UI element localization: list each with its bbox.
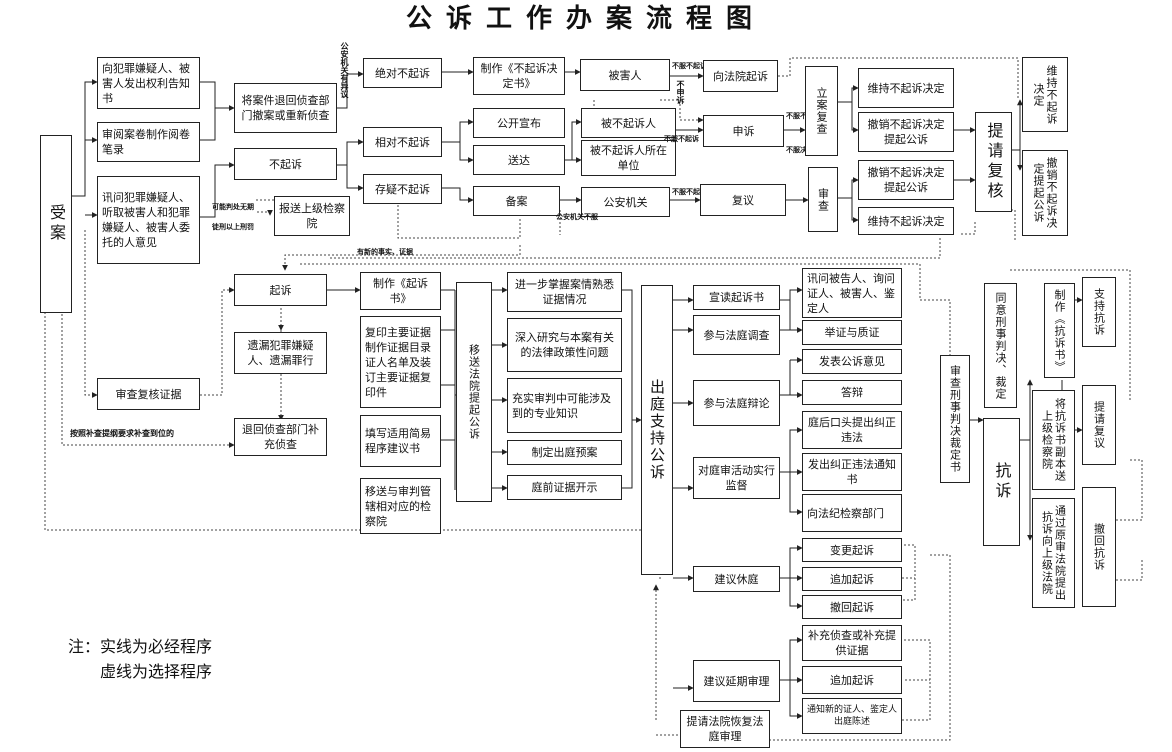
node-tongyi: 同意刑事判决、裁定 xyxy=(984,283,1017,408)
node-chehui: 撤回起诉 xyxy=(802,595,902,619)
label-bu-shensu: 不申诉 xyxy=(676,80,685,104)
node-bei-bqsr-danwei: 被不起诉人所在单位 xyxy=(581,140,676,176)
node-lian-fucha: 立案复查 xyxy=(805,66,838,156)
node-shencha-top: 审查 xyxy=(808,167,838,232)
node-juzheng: 举证与质证 xyxy=(802,320,902,345)
node-songda: 送达 xyxy=(473,145,565,175)
node-tiqing-fuhe: 提请复核 xyxy=(975,112,1012,212)
node-tiqing-huifu: 提请法院恢复法庭审理 xyxy=(680,710,770,748)
node-xuandu: 宣读起诉书 xyxy=(693,285,780,310)
node-tianxie: 填写适用简易程序建议书 xyxy=(360,415,441,467)
node-gaozhi: 向犯罪嫌疑人、被害人发出权利告知书 xyxy=(97,57,200,109)
node-tinghou: 庭后口头提出纠正违法 xyxy=(802,411,902,449)
node-shencha-xingshi: 审查刑事判决裁定书 xyxy=(940,355,970,483)
node-xunwen-bgr: 讯问被告人、询问证人、被害人、鉴定人 xyxy=(802,268,902,318)
node-biangeng: 变更起诉 xyxy=(802,538,902,562)
node-xiang-jiancha: 向法纪检察部门 xyxy=(802,494,902,532)
label-gongan-yijian: 公安机关有异议 xyxy=(340,42,349,98)
node-beihairen: 被害人 xyxy=(580,59,670,91)
node-yuan: 制定出庭预案 xyxy=(507,440,622,465)
node-chongshi: 充实审判中可能涉及到的专业知识 xyxy=(507,378,622,433)
node-cunyi: 存疑不起诉 xyxy=(363,174,442,204)
node-chexiao-tiqi-1: 撤销不起诉决定提起公诉 xyxy=(858,112,954,152)
node-beian: 备案 xyxy=(473,186,560,216)
node-shenru: 深入研究与本案有关的法律政策性问题 xyxy=(507,318,622,372)
node-shensu: 申诉 xyxy=(703,115,784,147)
node-weichi-bqs-2: 维持不起诉决定 xyxy=(858,207,954,235)
node-fuyi: 复议 xyxy=(700,184,786,216)
node-chuting: 出庭支持公诉 xyxy=(641,285,673,575)
node-yisong-fayuan: 移送法院提起公诉 xyxy=(456,282,492,502)
node-tingqian: 庭前证据开示 xyxy=(507,475,622,500)
node-chexiao-tiqi-2: 撤销不起诉决定提起公诉 xyxy=(858,160,954,200)
node-xiangdui: 相对不起诉 xyxy=(363,127,442,157)
label-gongan-bufu: 公安机关不服 xyxy=(556,213,598,221)
node-buchong-zhencha: 补充侦查或补充提供证据 xyxy=(802,625,902,661)
node-xiang-fayuan: 向法院起诉 xyxy=(703,60,778,92)
page-title: 公诉工作办案流程图 xyxy=(405,4,766,34)
node-gongan: 公安机关 xyxy=(581,187,670,217)
node-tuihui-buchong: 退回侦查部门补充侦查 xyxy=(234,418,327,456)
node-jianyi-xiuting: 建议休庭 xyxy=(693,566,780,592)
node-yisong-guanxia: 移送与审判管辖相对应的检察院 xyxy=(360,478,441,534)
node-fachu: 发出纠正违法通知书 xyxy=(802,453,902,491)
node-shouan: 受案 xyxy=(40,135,72,313)
label-bufu-1: 不服不起诉 xyxy=(672,62,707,70)
node-tongguo: 通过原审法院提出抗诉向上级法院 xyxy=(1032,498,1075,608)
node-tuihui-chexiao: 将案件退回侦查部门撤案或重新侦查 xyxy=(234,83,337,133)
label-bufu-4: 不服不起诉 xyxy=(786,112,821,120)
node-qisu: 起诉 xyxy=(234,274,327,306)
label-bufu-3: 不服不起诉 xyxy=(672,188,707,196)
label-keneng: 可能判处无期 xyxy=(212,203,254,211)
node-bei-bqsr: 被不起诉人 xyxy=(581,108,676,138)
label-youxinde: 有新的事实、证据 xyxy=(357,248,413,256)
label-bufu-2: 不服不起诉 xyxy=(664,135,699,143)
node-jianyi-yanqi: 建议延期审理 xyxy=(693,660,780,702)
node-zhizuo-kss: 制作《抗诉书》 xyxy=(1044,283,1075,378)
node-tingshen-bianlun: 参与法庭辩论 xyxy=(693,380,780,426)
node-jiandu: 对庭审活动实行监督 xyxy=(693,457,780,499)
label-anzhao: 按照补查提纲要求补查到位的 xyxy=(70,429,174,438)
node-juedui: 绝对不起诉 xyxy=(363,58,442,88)
node-shencha-fuhe: 审查复核证据 xyxy=(97,378,200,410)
node-zhizuo-qss: 制作《起诉书》 xyxy=(360,272,441,310)
node-dabian: 答辩 xyxy=(802,380,902,405)
label-tuxing: 徒刑以上刑罚 xyxy=(212,223,254,231)
node-xunwen: 讯问犯罪嫌疑人、听取被害人和犯罪嫌疑人、被害人委托的人意见 xyxy=(97,176,200,264)
note-line-2: 虚线为选择程序 xyxy=(100,662,213,681)
node-fuyin: 复印主要证据制作证据目录证人名单及装订主要证据复印件 xyxy=(360,316,441,408)
node-jiang-kss: 将抗诉书副本送上级检察院 xyxy=(1032,390,1075,490)
node-zhichi: 支持抗诉 xyxy=(1082,277,1116,347)
note-line-1: 注：实线为必经程序 xyxy=(68,637,213,656)
node-weichi-bqs: 维持不起诉决定 xyxy=(858,68,954,108)
node-zhuijia-2: 追加起诉 xyxy=(802,666,902,694)
node-weichi-r1: 维持不起诉决定 xyxy=(1022,57,1068,132)
node-tingshen-diaocha: 参与法庭调查 xyxy=(693,315,780,355)
node-tiqing-fuyi: 提请复议 xyxy=(1082,385,1116,465)
node-gongkai: 公开宣布 xyxy=(473,108,565,138)
node-zhangwo: 进一步掌握案情熟悉证据情况 xyxy=(507,272,622,312)
node-chexiao-r2: 撤销不起诉决定提起公诉 xyxy=(1022,150,1068,236)
node-fabiao: 发表公诉意见 xyxy=(802,349,902,374)
node-chehui-kangsu: 撤回抗诉 xyxy=(1082,487,1116,607)
node-shenyue: 审阅案卷制作阅卷笔录 xyxy=(97,122,200,162)
node-zhizuo-bqs: 制作《不起诉决定书》 xyxy=(473,57,565,95)
node-tongzhi-zhengren: 通知新的证人、鉴定人出庭陈述 xyxy=(802,698,902,734)
node-kangsu: 抗诉 xyxy=(983,418,1020,546)
node-yilou: 遗漏犯罪嫌疑人、遗漏罪行 xyxy=(234,332,327,374)
label-bufu-jue: 不服决定 xyxy=(786,146,814,154)
node-buqisu: 不起诉 xyxy=(234,148,337,180)
node-baosong: 报送上级检察院 xyxy=(274,196,350,236)
node-zhuijia-1: 追加起诉 xyxy=(802,567,902,591)
